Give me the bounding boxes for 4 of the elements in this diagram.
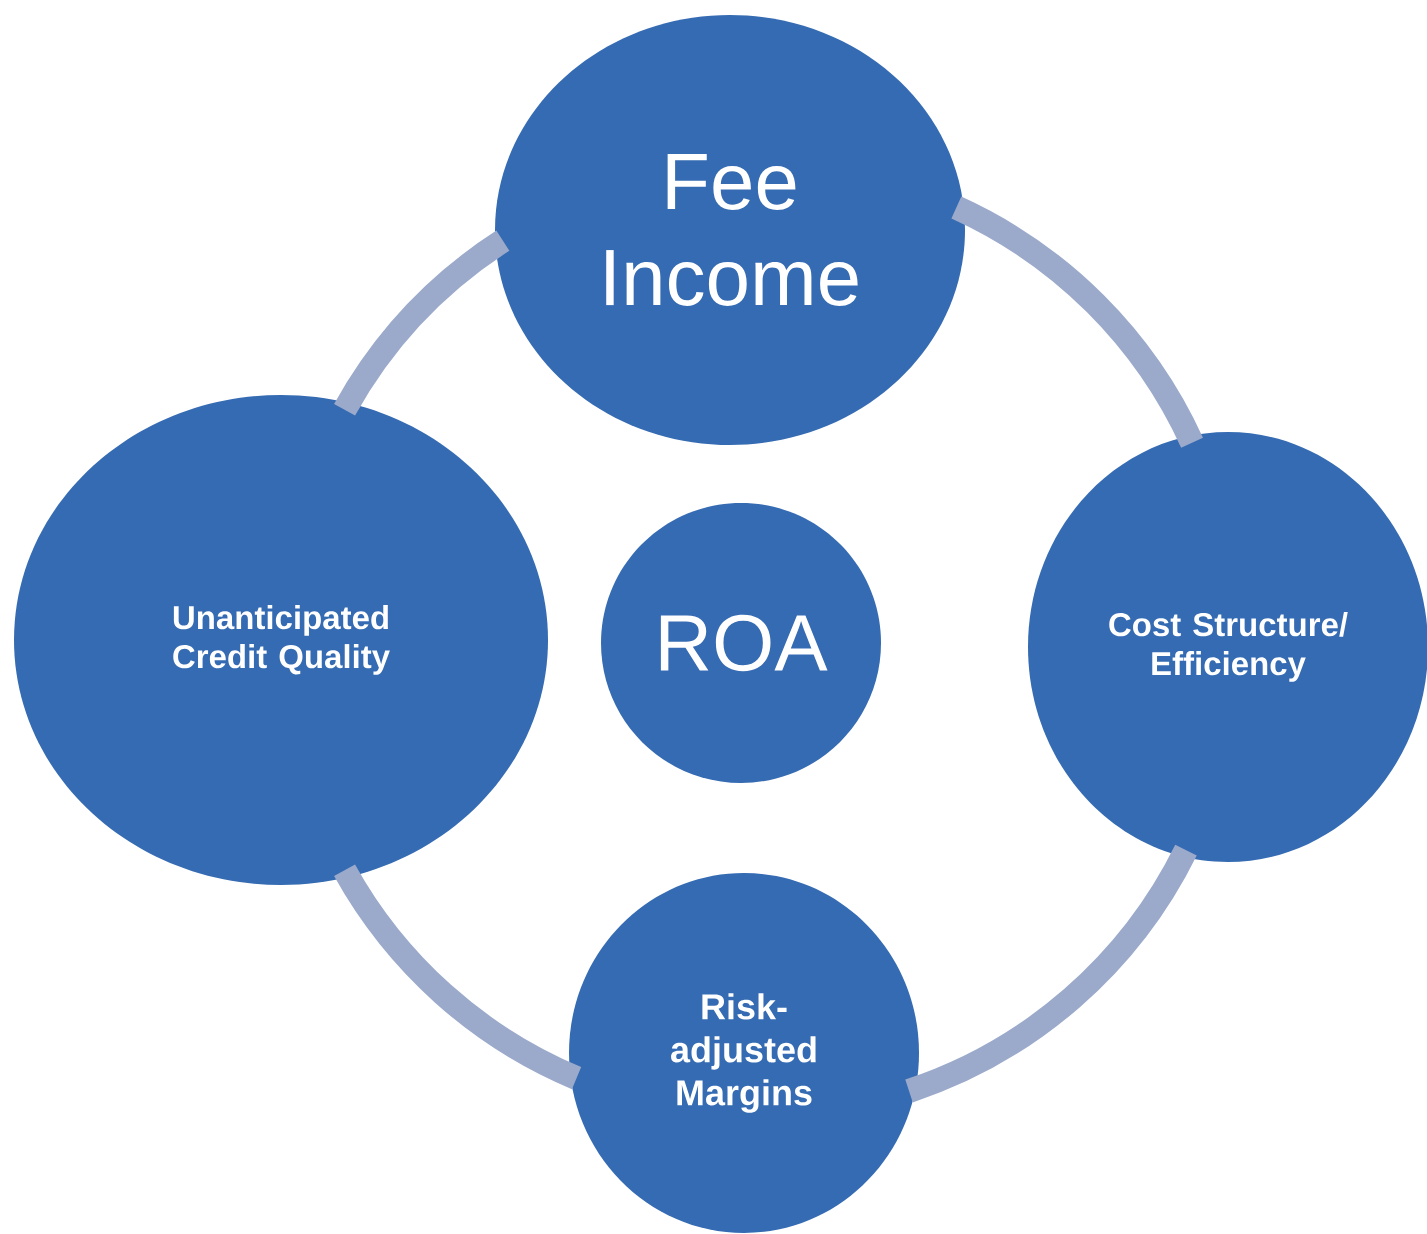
ring-arc — [334, 230, 510, 416]
ring-arc — [951, 196, 1203, 448]
ring-arc — [334, 864, 582, 1090]
ring-arc — [904, 844, 1197, 1103]
